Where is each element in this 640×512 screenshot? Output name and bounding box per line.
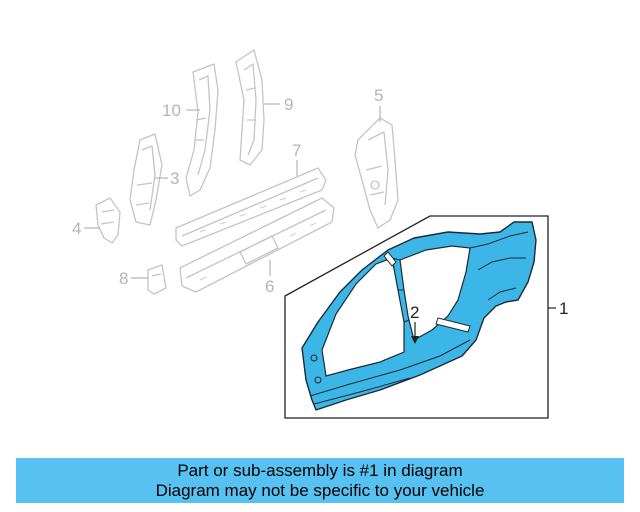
callout-10: 10 xyxy=(162,101,200,120)
svg-text:8: 8 xyxy=(119,269,128,288)
part-4-bracket xyxy=(95,197,121,244)
svg-text:1: 1 xyxy=(559,299,568,318)
info-banner: Part or sub-assembly is #1 in diagram Di… xyxy=(16,458,624,503)
parts-diagram: 10 9 5 3 7 4 8 6 1 2 xyxy=(72,49,568,419)
callout-1: 1 xyxy=(548,299,568,318)
svg-text:10: 10 xyxy=(162,101,181,120)
svg-text:7: 7 xyxy=(292,141,301,160)
rear-door-opening xyxy=(399,245,471,341)
svg-text:6: 6 xyxy=(265,277,274,296)
svg-text:3: 3 xyxy=(170,169,179,188)
callout-4: 4 xyxy=(72,219,100,238)
svg-text:4: 4 xyxy=(72,219,81,238)
side-body-outer-panel xyxy=(301,221,537,411)
part-3-hinge-pillar xyxy=(129,133,163,226)
front-door-opening xyxy=(321,257,405,377)
banner-line-2: Diagram may not be specific to your vehi… xyxy=(155,480,485,500)
part-1-frame xyxy=(284,215,549,419)
svg-text:2: 2 xyxy=(410,303,419,322)
callout-7: 7 xyxy=(292,141,301,176)
svg-text:5: 5 xyxy=(374,86,383,105)
part-10-pillar xyxy=(185,63,219,197)
callout-5: 5 xyxy=(374,86,383,122)
part-6-rocker-panel xyxy=(179,197,335,293)
callout-8: 8 xyxy=(119,269,148,288)
part-8-patch xyxy=(147,264,167,295)
callout-2: 2 xyxy=(410,303,419,344)
part-9-pillar xyxy=(235,49,265,166)
banner-line-1: Part or sub-assembly is #1 in diagram xyxy=(177,460,463,480)
callout-6: 6 xyxy=(265,260,274,296)
part-7-rocker-reinforcement xyxy=(175,167,327,247)
part-5-quarter-inner xyxy=(354,117,399,229)
svg-text:9: 9 xyxy=(284,95,293,114)
callout-3: 3 xyxy=(154,169,179,188)
callout-9: 9 xyxy=(264,95,293,114)
